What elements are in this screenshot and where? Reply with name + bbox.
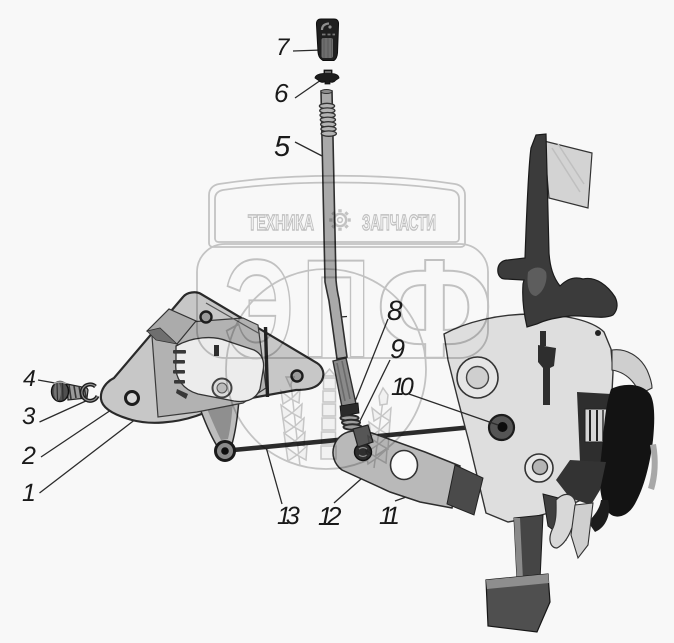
svg-text:7: 7 (276, 34, 291, 61)
svg-text:П: П (302, 230, 370, 387)
svg-text:Ф: Ф (376, 230, 493, 387)
svg-text:ЗАПЧАСТИ: ЗАПЧАСТИ (362, 210, 436, 235)
svg-text:6: 6 (274, 78, 289, 108)
svg-text:ТЕХНИКА: ТЕХНИКА (248, 210, 314, 235)
svg-text:1: 1 (22, 479, 36, 507)
svg-text:4: 4 (23, 365, 36, 391)
svg-text:3: 3 (22, 403, 36, 430)
svg-text:2: 2 (21, 442, 36, 470)
svg-text:5: 5 (274, 131, 291, 163)
svg-text:8: 8 (387, 295, 403, 326)
svg-text:Э: Э (224, 230, 294, 387)
svg-text:9: 9 (390, 334, 405, 364)
